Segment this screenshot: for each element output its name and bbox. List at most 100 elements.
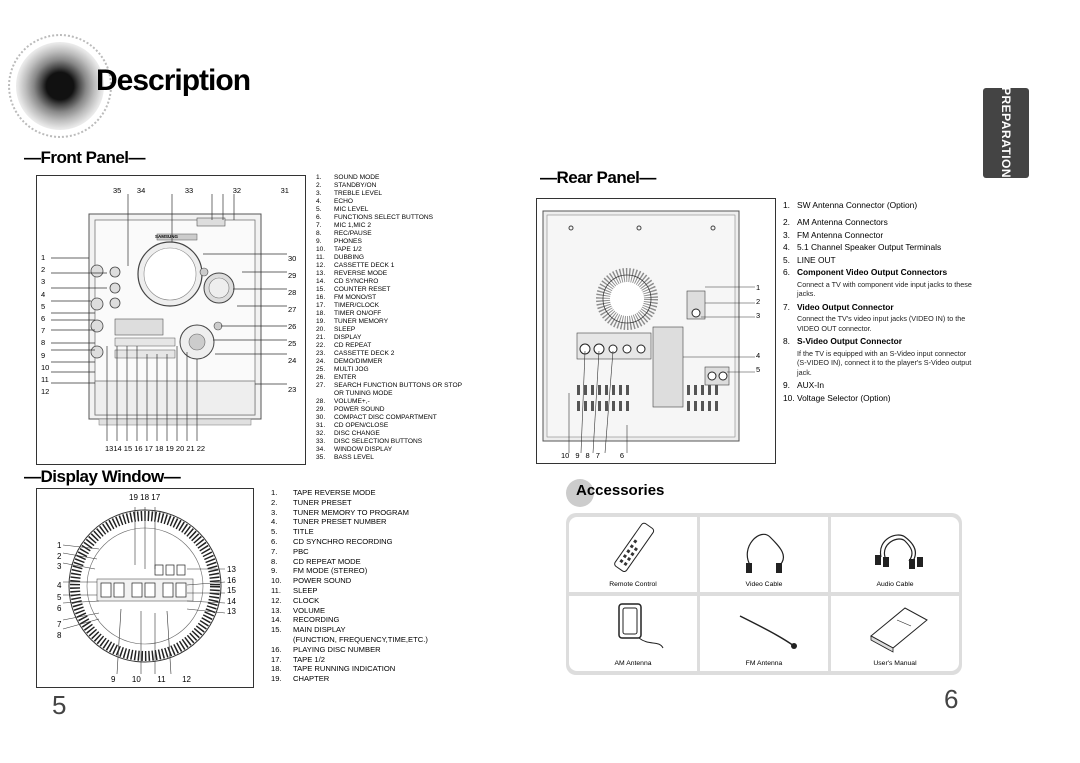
legend-item: 4.ECHO <box>316 198 462 206</box>
callout: 34 <box>136 186 146 195</box>
legend-text: TAPE 1/2 <box>293 654 325 664</box>
accessories-grid: Remote Control Video Cable Audio Cable A… <box>566 513 962 675</box>
legend-text: DEMO/DIMMER <box>334 358 383 365</box>
brand-text: SAMSUNG <box>155 234 179 239</box>
callout: 27 <box>288 305 297 314</box>
legend-number: 1. <box>271 488 278 497</box>
legend-item: 21.DISPLAY <box>316 334 462 342</box>
legend-item: 22.CD REPEAT <box>316 342 462 350</box>
legend-item: 17. TAPE 1/2 <box>271 655 428 665</box>
legend-item: 18.TAPE RUNNING INDICATION <box>271 664 428 674</box>
legend-number: 9. <box>316 238 322 245</box>
legend-number: 8. <box>316 230 322 237</box>
legend-item: 10.TAPE 1/2 <box>316 246 462 254</box>
callout: 24 <box>288 356 297 365</box>
display-window-heading: —Display Window— <box>24 467 181 486</box>
rear-item-number: 10. <box>783 392 795 403</box>
callout: 6 <box>619 451 625 460</box>
legend-text: POWER SOUND <box>293 576 352 586</box>
legend-number: 24. <box>316 358 326 365</box>
legend-number: 1. <box>316 174 322 181</box>
legend-text: TUNER MEMORY <box>334 318 389 325</box>
page-title: Description <box>96 64 251 97</box>
callout: 10 <box>41 362 50 372</box>
legend-item: 26.ENTER <box>316 374 462 382</box>
legend-item: 19.CHAPTER <box>271 674 428 684</box>
legend-text: CD SYNCHRO <box>334 278 379 285</box>
legend-item: 2.STANDBY/ON <box>316 182 462 190</box>
legend-number: 12. <box>316 262 326 269</box>
legend-number: 21. <box>316 334 326 341</box>
display-right-callouts: 13 16 15 14 13 <box>227 565 236 618</box>
legend-number: 2. <box>271 497 278 507</box>
callout: 26 <box>288 322 297 331</box>
rear-right-callouts: 1 2 3 4 5 <box>756 281 760 377</box>
callout: 32 <box>232 186 242 195</box>
legend-item: 11.SLEEP <box>271 586 428 596</box>
legend-text: COUNTER RESET <box>334 286 391 293</box>
callout: 8 <box>41 338 46 348</box>
rear-item-text: Voltage Selector (Option) <box>797 392 891 403</box>
legend-text: BASS LEVEL <box>334 454 374 461</box>
legend-text: CASSETTE DECK 1 <box>334 262 395 269</box>
accessory-users-manual: User's Manual <box>831 596 959 671</box>
legend-number: 10. <box>271 576 282 586</box>
legend-text: (FUNCTION, FREQUENCY,TIME,ETC.) <box>293 634 428 644</box>
callout: 3 <box>41 277 46 287</box>
callout: 9 <box>575 451 580 460</box>
callout: 9 <box>111 675 116 684</box>
legend-item: 12. CASSETTE DECK 1 <box>316 262 462 270</box>
callout: 9 <box>41 350 46 360</box>
legend-number: 22. <box>316 342 326 349</box>
legend-number: 14. <box>271 615 282 625</box>
legend-item: 13. VOLUME <box>271 606 428 616</box>
callout: 5 <box>41 301 46 311</box>
legend-text: ECHO <box>334 198 354 205</box>
legend-item: 35.BASS LEVEL <box>316 454 462 462</box>
front-panel-drawing <box>51 194 287 441</box>
legend-number: 12. <box>271 595 282 605</box>
front-panel-heading-text: Front Panel <box>40 148 130 167</box>
legend-number: 16. <box>316 294 326 301</box>
legend-text: FUNCTIONS SELECT BUTTONS <box>334 214 434 221</box>
rear-item: 7.Video Output Connector <box>783 302 983 313</box>
rear-item-number: 1. <box>783 200 790 210</box>
front-panel-top-callouts: 35 34 33 32 31 <box>113 186 289 195</box>
callout: 13 <box>227 607 236 616</box>
legend-text: MIC LEVEL <box>334 206 369 213</box>
legend-item: 1.SOUND MODE <box>316 174 462 182</box>
accessory-label: User's Manual <box>873 660 917 667</box>
legend-number: 19. <box>271 674 282 684</box>
legend-text: ENTER <box>334 374 357 381</box>
callout: 5 <box>756 365 761 374</box>
legend-text: RECORDING <box>293 615 340 625</box>
callout: 8 <box>585 451 590 460</box>
display-top-callouts: 19 18 17 <box>129 493 161 502</box>
callout: 10 <box>131 675 141 684</box>
legend-text: VOLUME <box>293 605 326 615</box>
legend-number: 14. <box>316 278 326 285</box>
legend-number: 18. <box>316 310 326 317</box>
legend-number: 13. <box>271 605 282 615</box>
legend-number: 17. <box>271 654 282 664</box>
legend-item: 7.MIC 1,MIC 2 <box>316 222 462 230</box>
legend-item: 6.CD SYNCHRO RECORDING <box>271 537 428 547</box>
video-cable-icon <box>746 533 784 573</box>
accessories-badge <box>566 479 594 507</box>
callout: 7 <box>57 620 62 629</box>
rear-item: 9.AUX-In <box>783 380 983 391</box>
front-panel-heading: —Front Panel— <box>24 148 146 167</box>
legend-item: (FUNCTION, FREQUENCY,TIME,ETC.) <box>271 635 428 645</box>
rear-item-text: FM Antenna Connector <box>797 229 884 240</box>
front-panel-left-callouts: 1 2 3 4 5 6 7 8 9 10 11 12 <box>41 252 49 398</box>
rear-item-text: Component Video Output Connectors <box>797 267 948 277</box>
legend-item: 29.POWER SOUND <box>316 406 462 414</box>
legend-number: 2. <box>316 182 322 189</box>
display-window-drawing <box>62 507 226 675</box>
rear-item-number: 9. <box>783 380 790 390</box>
callout: 1 <box>41 253 46 262</box>
accessory-label: Remote Control <box>609 581 657 588</box>
legend-item: 23.CASSETTE DECK 2 <box>316 350 462 358</box>
legend-item: 25.MULTI JOG <box>316 366 462 374</box>
